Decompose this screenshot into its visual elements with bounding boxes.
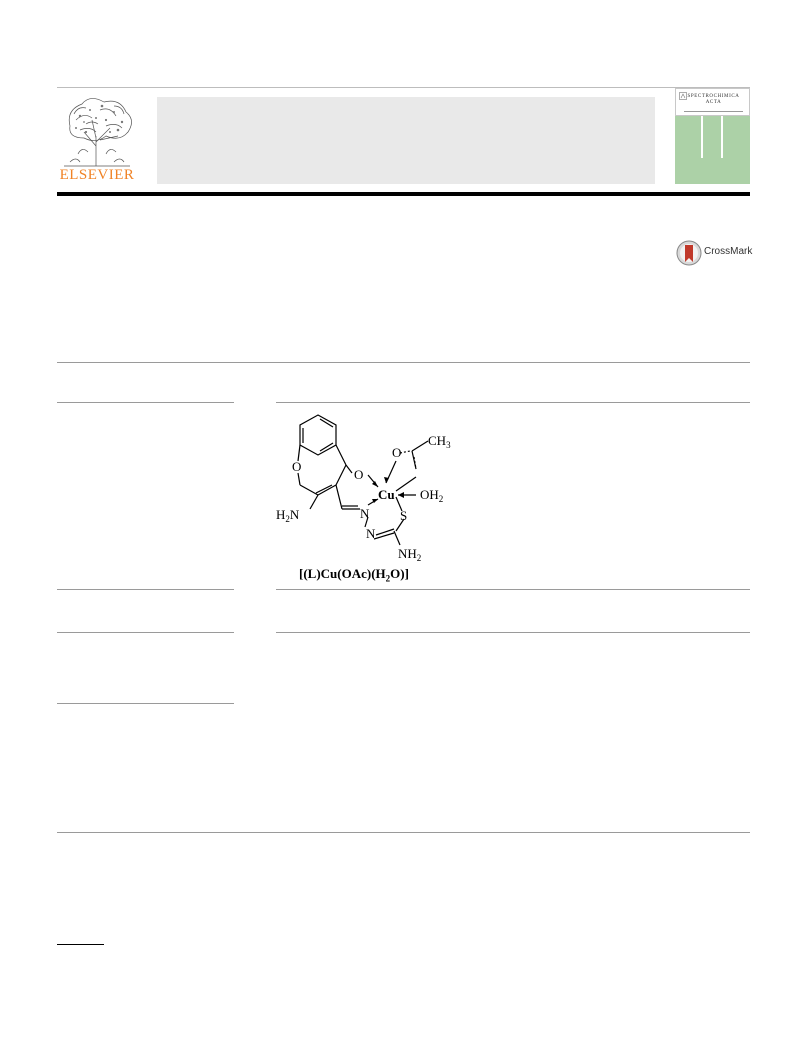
cover-title-panel: SPECTROCHIMICA ACTA <box>675 88 750 116</box>
cover-stripe-right <box>721 116 723 158</box>
masthead-top-rule <box>57 87 750 88</box>
water-label: OH2 <box>420 487 443 504</box>
abstract-top-rule <box>276 632 750 633</box>
structure-bonds <box>297 414 429 546</box>
journal-cover[interactable]: SPECTROCHIMICA ACTA <box>675 88 750 184</box>
left-column-rule-1 <box>57 402 234 403</box>
ring-oxygen-label: O <box>292 459 301 474</box>
footnote-rule <box>57 944 104 945</box>
crossmark-icon <box>676 240 702 266</box>
structure-arrowheads <box>372 477 404 503</box>
left-column-rule-3 <box>57 632 234 633</box>
acetate-oxygen-label: O <box>392 445 401 460</box>
imine-nitrogen-label: N <box>360 506 370 521</box>
cover-title: SPECTROCHIMICA ACTA <box>676 94 751 106</box>
elsevier-logo[interactable]: ELSEVIER <box>56 96 138 186</box>
thiadiazole-sulfur-label: S <box>400 508 407 523</box>
copper-label: Cu <box>378 487 395 502</box>
crossmark-label: CrossMark <box>704 246 753 257</box>
left-amine-label: H2N <box>276 507 300 524</box>
masthead-bottom-rule <box>57 192 750 196</box>
cover-logo-icon <box>679 92 687 100</box>
carbonyl-oxygen-label: O <box>354 467 363 482</box>
structure-labels: O O O CH3 Cu OH2 H2N N S N NH2 <box>276 433 451 563</box>
cover-title-line2: ACTA <box>705 100 722 105</box>
methyl-label: CH3 <box>428 433 451 450</box>
cover-stripe-left <box>701 116 703 158</box>
elsevier-tree-icon <box>64 98 132 167</box>
left-column-rule-2 <box>57 589 234 590</box>
abstract-bottom-rule <box>57 832 750 833</box>
graphical-abstract-top-rule <box>276 402 750 403</box>
crossmark-badge[interactable]: CrossMark <box>676 238 752 268</box>
publisher-name: ELSEVIER <box>59 167 135 183</box>
thiadiazole-nitrogen-label: N <box>366 526 376 541</box>
cover-title-line1: SPECTROCHIMICA <box>687 94 740 99</box>
bottom-amine-label: NH2 <box>398 546 421 563</box>
article-info-top-rule <box>57 362 750 363</box>
left-column-rule-4 <box>57 703 234 704</box>
journal-header-box <box>157 97 655 184</box>
chemical-structure-diagram: O O O CH3 Cu OH2 H2N N S N NH2 <box>276 414 451 563</box>
structure-caption: [(L)Cu(OAc)(H2O)] <box>299 566 409 584</box>
cover-subtitle-rule <box>684 111 743 112</box>
graphical-abstract-bottom-rule <box>276 589 750 590</box>
